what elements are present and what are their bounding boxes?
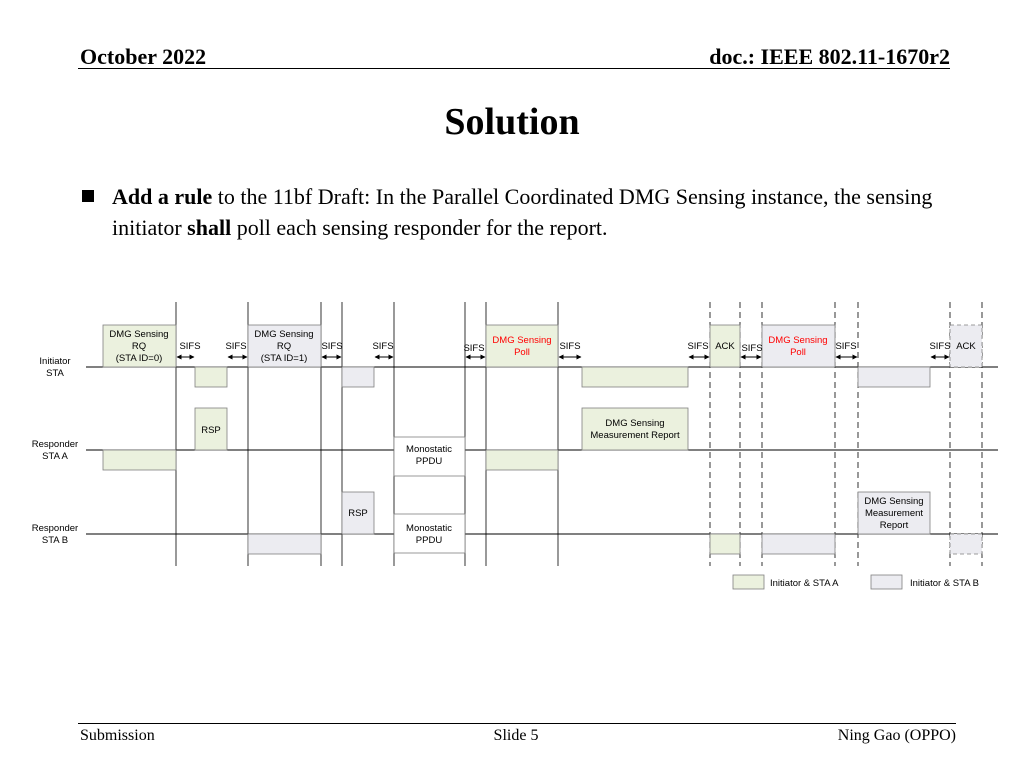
sta-a-nav-1 (102, 449, 177, 471)
label-ppdu-a-line-2: PPDU (416, 456, 443, 467)
frame-dmg-sensing-poll-a (485, 324, 559, 368)
row-label-initiator-line-1: Initiator (39, 356, 70, 367)
frame-measurement-report-b (857, 491, 931, 535)
label-rq-sta1-line-1: DMG Sensing (254, 329, 313, 340)
frame-dmg-sensing-rq-sta1 (247, 324, 322, 368)
label-rq-sta1-line-2: RQ (277, 341, 291, 352)
header-doc-id: doc.: IEEE 802.11-1670r2 (709, 44, 950, 69)
label-poll-b-line-1: DMG Sensing (768, 335, 827, 346)
sifs-label: SIFS (559, 341, 580, 352)
initiator-nav-a1 (194, 366, 228, 388)
sifs-label: SIFS (321, 341, 342, 352)
bullet-item: Add a rule to the 11bf Draft: In the Par… (82, 181, 962, 243)
slide-title: Solution (444, 101, 580, 143)
sifs-label: SIFS (741, 343, 762, 354)
row-label-sta-a-line-1: Responder (32, 439, 78, 450)
sifs-label: SIFS (225, 341, 246, 352)
row-label-sta-a-line-2: STA A (42, 451, 68, 462)
frame-monostatic-ppdu-b (393, 513, 466, 554)
label-ppdu-b-line-2: PPDU (416, 535, 443, 546)
footer-slide-number: Slide 5 (493, 727, 539, 744)
label-report-b-line-1: DMG Sensing (864, 496, 923, 507)
bullet-text-part1: to the 11bf Draft: In the Parallel Coord… (112, 184, 933, 240)
bullet-bold-shall: shall (187, 215, 232, 240)
footer-divider (78, 723, 956, 724)
label-rq-sta0-line-1: DMG Sensing (109, 329, 168, 340)
legend-swatch-sta-b (870, 574, 903, 590)
label-rsp-b: RSP (348, 508, 368, 519)
frame-rsp-b (341, 491, 375, 535)
frame-rsp-a (194, 407, 228, 451)
sifs-label: SIFS (687, 341, 708, 352)
label-ppdu-a-line-1: Monostatic (406, 444, 452, 455)
frame-ack-b (949, 324, 983, 368)
row-label-sta-b-line-1: Responder (32, 523, 78, 534)
sta-b-nav-4 (949, 533, 983, 555)
initiator-nav-b1 (341, 366, 375, 388)
label-poll-b-line-2: Poll (790, 347, 806, 358)
sifs-label: SIFS (179, 341, 200, 352)
sifs-label: SIFS (929, 341, 950, 352)
frame-monostatic-ppdu-a (393, 436, 466, 477)
frame-dmg-sensing-poll-b (761, 324, 836, 368)
square-bullet-icon (82, 190, 94, 202)
initiator-nav-b2 (857, 366, 931, 388)
sifs-label: SIFS (835, 341, 856, 352)
label-ppdu-b-line-1: Monostatic (406, 523, 452, 534)
row-label-sta-b-line-2: STA B (42, 535, 68, 546)
label-ack-b: ACK (956, 341, 976, 352)
frame-dmg-sensing-rq-sta0 (102, 324, 177, 368)
label-poll-a-line-1: DMG Sensing (492, 335, 551, 346)
frame-measurement-report-a (581, 407, 689, 451)
frame-ack-a (709, 324, 741, 368)
sta-a-nav-2 (485, 449, 559, 471)
label-rq-sta1-line-3: (STA ID=1) (261, 353, 308, 364)
row-label-initiator-line-2: STA (46, 368, 64, 379)
sifs-label: SIFS (372, 341, 393, 352)
bullet-text-part2: poll each sensing responder for the repo… (231, 215, 608, 240)
label-report-a-line-1: DMG Sensing (605, 418, 664, 429)
header-date: October 2022 (80, 44, 207, 69)
footer-submission: Submission (80, 727, 155, 744)
sta-b-nav-2 (709, 533, 741, 555)
legend-label-sta-a: Initiator & STA A (770, 578, 839, 589)
bullet-bold-lead: Add a rule (112, 184, 213, 209)
initiator-nav-a2 (581, 366, 689, 388)
sta-b-nav-3 (761, 533, 836, 555)
legend-label-sta-b: Initiator & STA B (910, 578, 979, 589)
label-poll-a-line-2: Poll (514, 347, 530, 358)
label-report-b-line-2: Measurement (865, 508, 923, 519)
timing-vertical-lines (175, 302, 983, 566)
bullet-text: Add a rule to the 11bf Draft: In the Par… (112, 181, 962, 243)
label-report-b-line-3: Report (880, 520, 909, 531)
header-divider (78, 68, 950, 69)
sifs-label: SIFS (463, 343, 484, 354)
frame-boxes (102, 324, 983, 590)
legend-swatch-sta-a (732, 574, 765, 590)
label-rq-sta0-line-3: (STA ID=0) (116, 353, 163, 364)
footer-author: Ning Gao (OPPO) (837, 727, 956, 744)
label-report-a-line-2: Measurement Report (590, 430, 680, 441)
label-rq-sta0-line-2: RQ (132, 341, 146, 352)
label-rsp-a: RSP (201, 425, 221, 436)
sta-b-nav-1 (247, 533, 322, 555)
label-ack-a: ACK (715, 341, 735, 352)
